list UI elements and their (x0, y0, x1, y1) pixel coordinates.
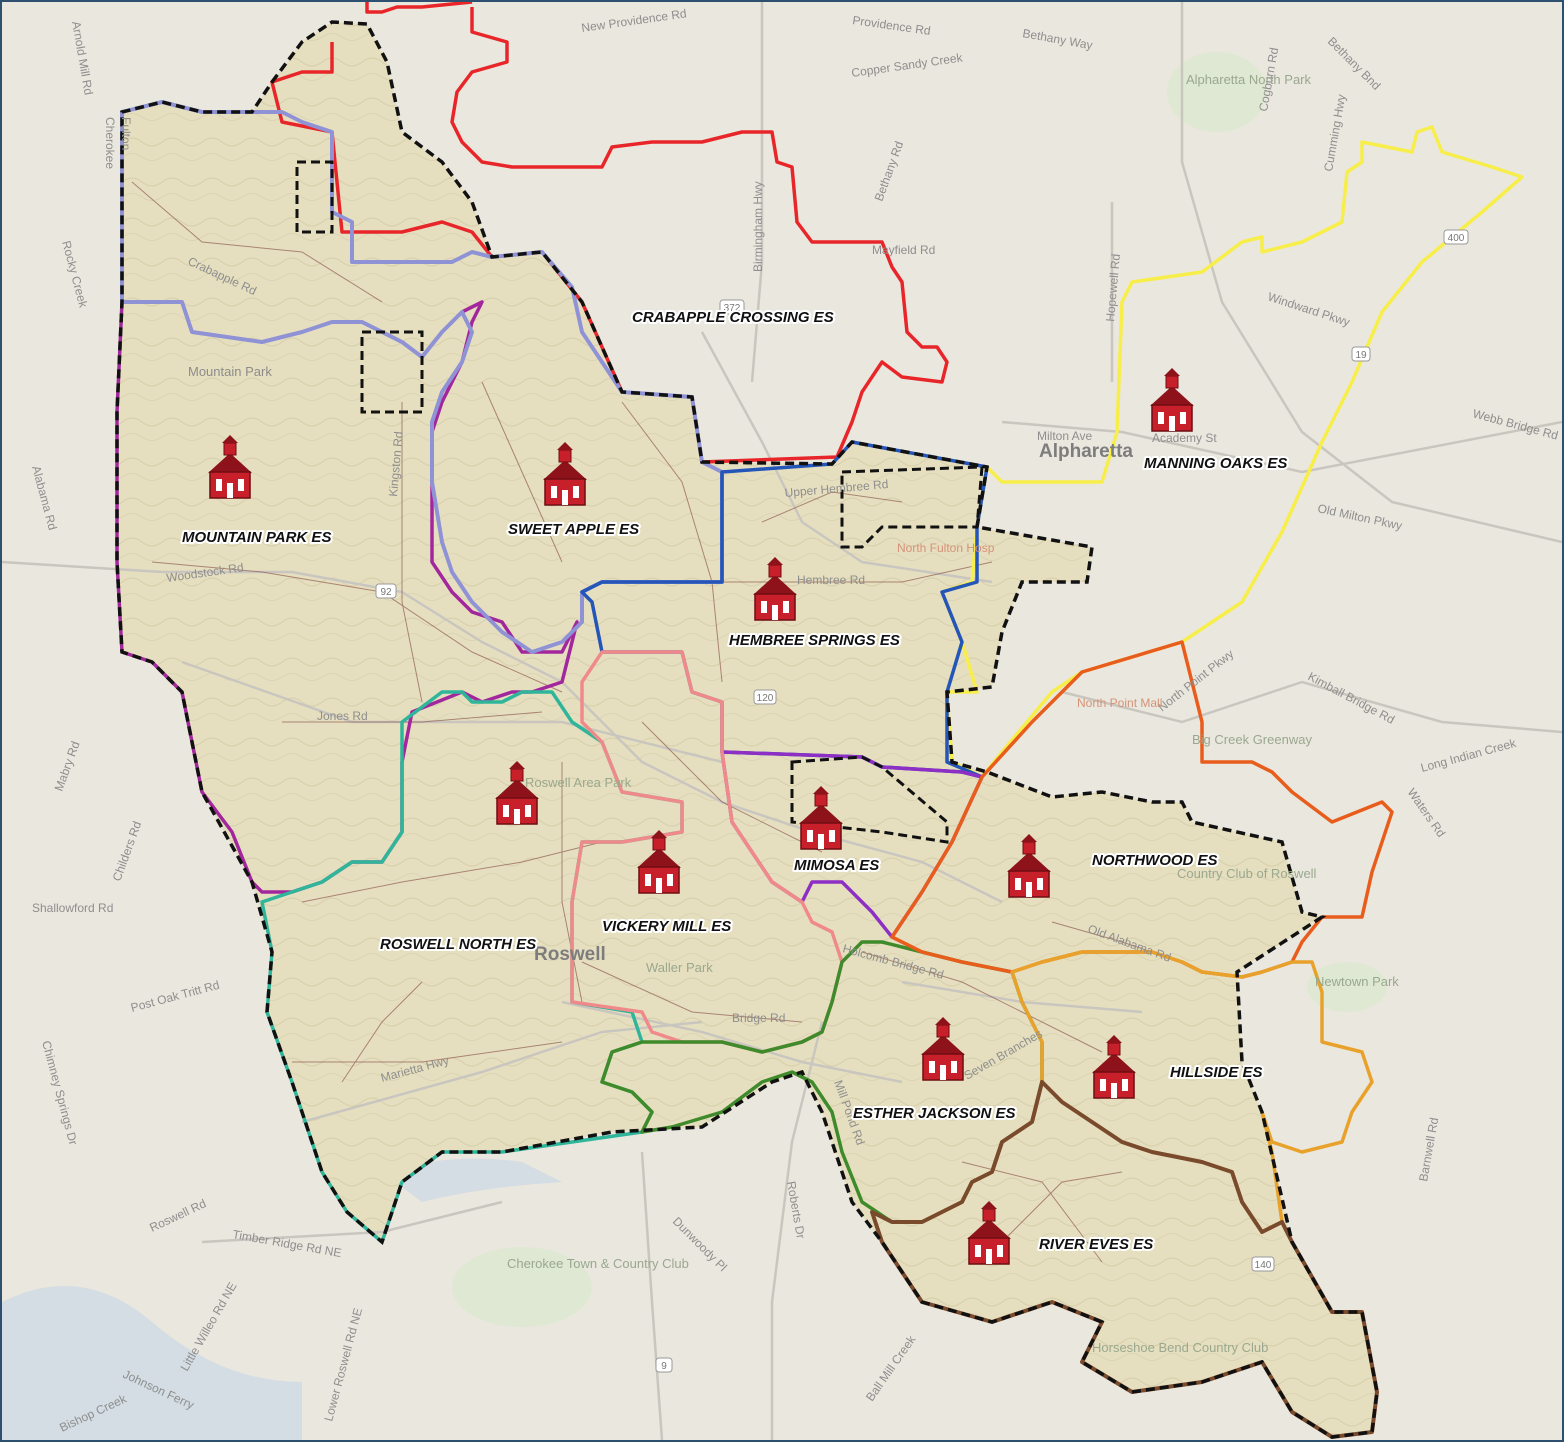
school-label-crabapple: CRABAPPLE CROSSING ES (632, 309, 834, 326)
district-boundary (115, 20, 1379, 1439)
city-label-roswell: Roswell (534, 944, 606, 965)
svg-text:Academy St: Academy St (1152, 431, 1217, 445)
svg-text:Big Creek Greenway: Big Creek Greenway (1192, 732, 1312, 747)
svg-text:Newtown Park: Newtown Park (1315, 974, 1399, 989)
svg-text:Hembree Rd: Hembree Rd (797, 573, 865, 587)
svg-text:400: 400 (1448, 233, 1465, 244)
school-label-hillside: HILLSIDE ES (1170, 1064, 1263, 1081)
school-label-mimosa: MIMOSA ES (794, 857, 879, 874)
school-label-northwood: NORTHWOOD ES (1092, 852, 1218, 869)
city-label-alpharetta: Alpharetta (1039, 441, 1133, 462)
svg-text:Milton Ave: Milton Ave (1037, 429, 1092, 443)
svg-text:North Point Mall: North Point Mall (1077, 696, 1162, 710)
school-label-sweet-apple: SWEET APPLE ES (508, 521, 639, 538)
svg-text:Horseshoe Bend Country Club: Horseshoe Bend Country Club (1092, 1340, 1268, 1355)
svg-text:Cherokee Town & Country Club: Cherokee Town & Country Club (507, 1256, 689, 1271)
school-label-vickery-mill: VICKERY MILL ES (602, 918, 731, 935)
svg-text:Jones Rd: Jones Rd (317, 709, 368, 723)
route-shield-92: 92 (375, 583, 397, 599)
route-shield-9: 9 (655, 1357, 673, 1373)
route-shield-19: 19 (1351, 346, 1371, 362)
zone-crabapple-crossing (270, 2, 949, 464)
school-label-roswell-north: ROSWELL NORTH ES (380, 936, 536, 953)
place-labels: Alpharetta Roswell Mountain Park Waller … (188, 72, 1399, 1355)
svg-text:372: 372 (724, 303, 741, 314)
svg-text:North Fulton Hosp: North Fulton Hosp (897, 541, 995, 555)
route-shield-400: 400 (1443, 229, 1469, 245)
svg-text:Kingston Rd: Kingston Rd (386, 431, 406, 497)
svg-text:Bridge Rd: Bridge Rd (732, 1011, 785, 1025)
svg-text:9: 9 (661, 1361, 667, 1372)
svg-text:Cherokee: Cherokee (103, 117, 117, 169)
svg-text:120: 120 (757, 693, 774, 704)
svg-text:Birmingham Hwy: Birmingham Hwy (751, 181, 765, 272)
zone-boundaries (115, 2, 1524, 1439)
route-shields: 92 120 140 9 19 400 372 (375, 229, 1469, 1373)
basemap-water (2, 1158, 562, 1440)
svg-text:Mayfield Rd: Mayfield Rd (872, 243, 935, 257)
route-shield-140: 140 (1251, 1256, 1275, 1272)
school-label-mountain-park: MOUNTAIN PARK ES (182, 529, 331, 546)
svg-text:19: 19 (1355, 350, 1367, 361)
district-roads (131, 181, 1183, 1263)
school-labels: CRABAPPLE CROSSING ES MANNING OAKS ES MOUN… (180, 307, 1289, 1255)
basemap-parks (452, 52, 1387, 1327)
svg-text:Country Club of Roswell: Country Club of Roswell (1177, 866, 1317, 881)
svg-text:Waller Park: Waller Park (646, 960, 713, 975)
svg-text:Alpharetta North Park: Alpharetta North Park (1186, 72, 1312, 87)
svg-text:Fulton: Fulton (119, 117, 133, 150)
district-area (117, 22, 1377, 1437)
school-label-hembree-springs: HEMBREE SPRINGS ES (729, 632, 900, 649)
svg-text:Roswell Area Park: Roswell Area Park (525, 775, 632, 790)
school-label-manning-oaks: MANNING OAKS ES (1144, 455, 1287, 472)
route-shield-372: 372 (719, 299, 745, 315)
school-label-river-eves: RIVER EVES ES (1039, 1236, 1153, 1253)
svg-text:Hopewell Rd: Hopewell Rd (1103, 253, 1123, 322)
svg-text:Shallowford Rd: Shallowford Rd (32, 901, 113, 915)
school-label-esther-jackson: ESTHER JACKSON ES (853, 1105, 1016, 1122)
svg-text:Mountain Park: Mountain Park (188, 364, 272, 379)
route-shield-120: 120 (753, 689, 777, 705)
svg-text:140: 140 (1255, 1260, 1272, 1271)
svg-text:92: 92 (380, 587, 392, 598)
district-boundary-inner (295, 160, 984, 844)
